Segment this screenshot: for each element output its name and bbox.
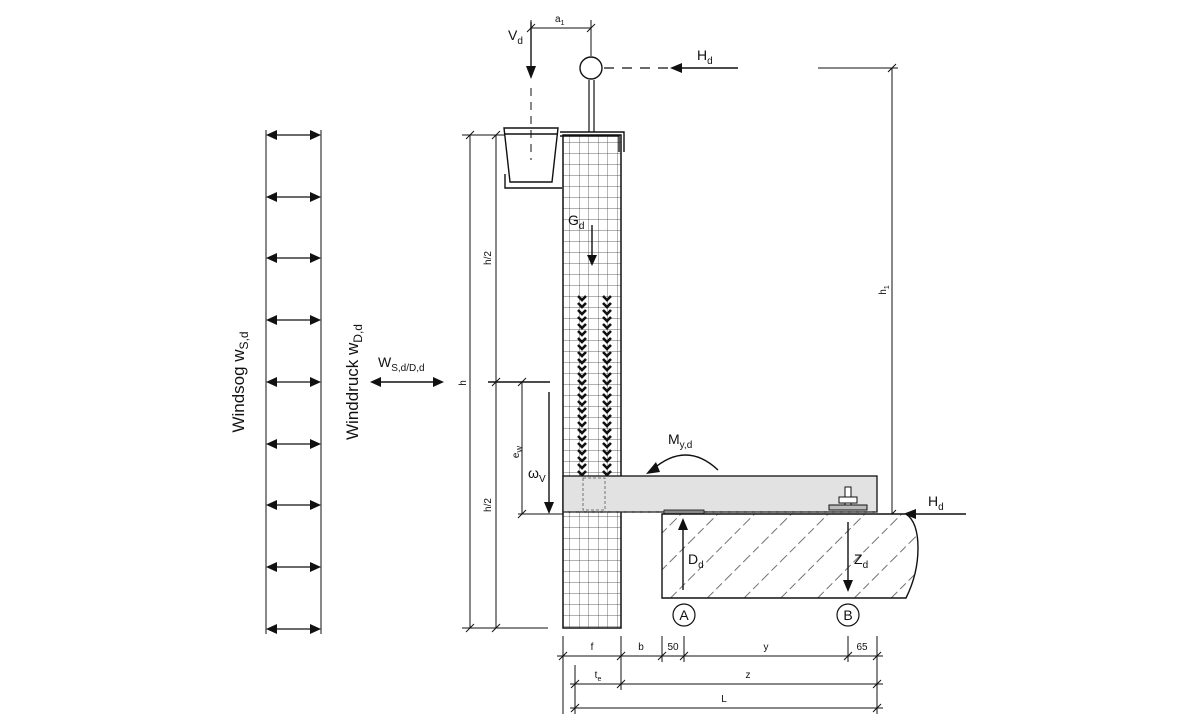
masonry-wall (562, 134, 622, 629)
dimension-chain-1 (557, 636, 883, 714)
dim-y-label: y (764, 642, 769, 653)
dim-h-half-bottom-label: h/2 (483, 498, 494, 512)
dimension-chain-3 (570, 703, 883, 713)
dd-label: Dd (688, 551, 704, 571)
myd-label: My,d (668, 431, 692, 451)
dd-arrow (678, 518, 688, 590)
gd-label: Gd (568, 212, 584, 232)
concrete-slab (661, 513, 919, 599)
dim-h-label: h (458, 380, 469, 386)
wind-load-strip (265, 130, 322, 634)
double-arrow-icon (266, 253, 321, 263)
vd-label: Vd (508, 27, 523, 47)
dim-te-label: te (595, 670, 602, 683)
dimension-chain-2 (570, 679, 883, 689)
windsog-label: Windsog wS,d (229, 331, 251, 432)
hd-top-arrow (604, 63, 738, 73)
support-a-label: A (679, 607, 689, 623)
height-dimension-h-half (488, 130, 550, 633)
dim-h1-label: h1 (878, 285, 891, 295)
bolt-b (828, 486, 868, 511)
flower-pot (503, 127, 562, 189)
double-arrow-icon-group (266, 130, 321, 634)
railing-circle-icon (579, 56, 603, 80)
support-a-circle-icon (672, 603, 696, 627)
dim-b-label: b (638, 642, 644, 653)
double-arrow-icon (266, 562, 321, 572)
winddruck-label: Winddruck wD,d (343, 324, 365, 440)
wind-force-arrow (370, 377, 444, 387)
hd-top-label: Hd (697, 47, 713, 67)
dim-L-label: L (721, 694, 727, 705)
gd-arrow (587, 225, 597, 266)
double-arrow-icon (266, 315, 321, 325)
cantilever-slab (562, 475, 878, 513)
dim-a1-label: a1 (555, 14, 565, 27)
myd-moment-arrow (646, 454, 719, 474)
hd-bottom-label: Hd (928, 493, 944, 513)
wind-force-label: WS,d/D,d (378, 354, 425, 374)
dim-h-half-top-label: h/2 (483, 251, 494, 265)
zd-arrow (843, 522, 853, 592)
support-b-label: B (843, 607, 852, 623)
double-arrow-icon (266, 624, 321, 634)
dim-ew-label: eW (511, 446, 524, 459)
double-arrow-icon (266, 500, 321, 510)
omega-v-arrow (544, 392, 554, 514)
wall-cap (560, 131, 625, 152)
dim-65-label: 65 (856, 642, 868, 653)
dim-z-label: z (746, 670, 751, 681)
dim-50-label: 50 (667, 642, 679, 653)
double-arrow-icon (266, 192, 321, 202)
slab-connection-detail (582, 477, 606, 511)
zd-label: Zd (854, 551, 868, 571)
double-arrow-icon (266, 439, 321, 449)
support-b-circle-icon (836, 603, 860, 627)
omega-v-label: ωV (528, 465, 546, 485)
hd-bottom-arrow (903, 509, 966, 519)
dimension-a1 (526, 20, 596, 56)
railing-post (579, 56, 603, 132)
dim-f-label: f (591, 642, 594, 653)
double-arrow-icon (266, 377, 321, 387)
double-arrow-icon (266, 130, 321, 140)
